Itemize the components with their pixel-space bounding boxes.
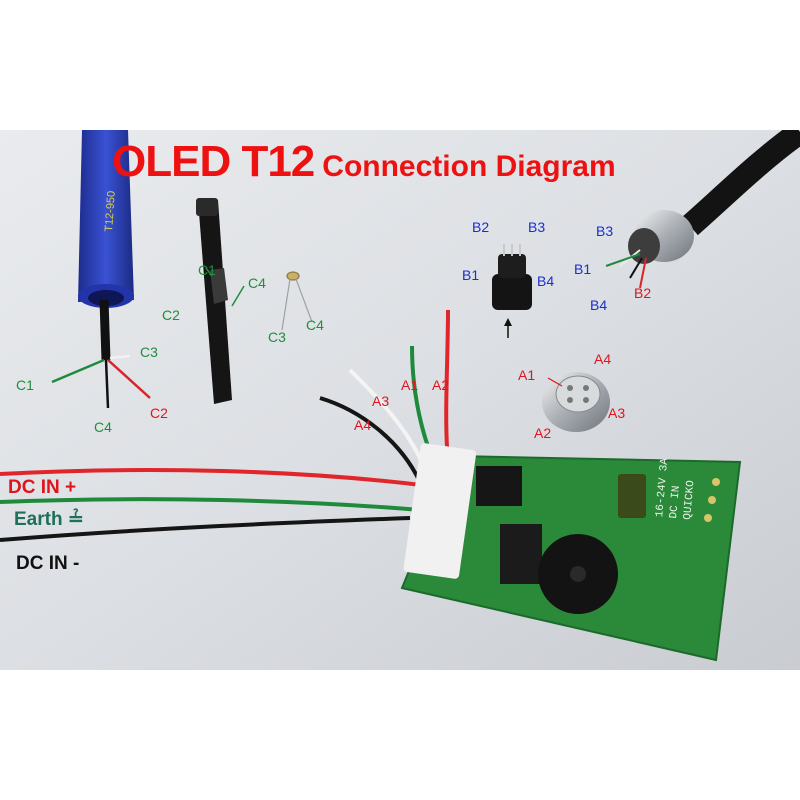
aviation-cable bbox=[605, 130, 800, 289]
pcb-dc-in: DC IN bbox=[668, 485, 683, 519]
power-wires bbox=[0, 468, 431, 542]
cable-label-b1: B1 bbox=[574, 261, 592, 277]
socket-label-a3: A3 bbox=[608, 405, 626, 421]
black-plug bbox=[492, 244, 532, 338]
plug-label-b1: B1 bbox=[462, 267, 480, 283]
dc-in-minus-label: DC IN - bbox=[16, 553, 80, 574]
plug-label-b2: B2 bbox=[472, 219, 490, 235]
t12-handle: T12-950 bbox=[78, 130, 134, 361]
cable-label-b3: B3 bbox=[596, 223, 614, 239]
aviation-socket bbox=[542, 372, 610, 432]
pcb-brand: QUICKO bbox=[682, 479, 697, 520]
wire-label-a4: A4 bbox=[354, 417, 372, 433]
socket-label-a4: A4 bbox=[594, 351, 612, 367]
dc-in-plus-label: DC IN + bbox=[8, 477, 77, 498]
wire-label-a3: A3 bbox=[372, 393, 390, 409]
handle-sleeve bbox=[196, 198, 232, 404]
sensor-element bbox=[281, 271, 313, 331]
controller-pcb: QUICKO DC IN 16-24V 3A bbox=[400, 443, 742, 662]
handle-label-c2: C2 bbox=[150, 405, 168, 421]
cable-label-b4: B4 bbox=[590, 297, 608, 313]
sensor-label-c3: C3 bbox=[268, 329, 286, 345]
plug-label-b3: B3 bbox=[528, 219, 546, 235]
socket-label-a2: A2 bbox=[534, 425, 552, 441]
sleeve-label-c1: C1 bbox=[198, 262, 216, 278]
board-wires bbox=[319, 309, 450, 483]
sensor-label-c4: C4 bbox=[306, 317, 324, 333]
cable-label-b2: B2 bbox=[634, 285, 652, 301]
handle-wires bbox=[51, 354, 151, 409]
handle-label-c4: C4 bbox=[94, 419, 112, 435]
handle-label-c3: C3 bbox=[140, 344, 158, 360]
handle-label-c1: C1 bbox=[16, 377, 34, 393]
plug-label-b4: B4 bbox=[537, 273, 555, 289]
title-sub: Connection Diagram bbox=[322, 150, 616, 183]
sleeve-pointers bbox=[205, 267, 245, 307]
earth-label: Earth ≟ bbox=[14, 509, 84, 530]
svg-text:T12-950: T12-950 bbox=[103, 190, 118, 232]
title-main: OLED T12 bbox=[112, 137, 315, 186]
photo-background: T12-950 bbox=[0, 130, 800, 670]
wire-label-a2: A2 bbox=[432, 377, 450, 393]
wire-label-a1: A1 bbox=[401, 377, 419, 393]
sleeve-label-c4: C4 bbox=[248, 275, 266, 291]
sleeve-label-c2: C2 bbox=[162, 307, 180, 323]
pcb-voltage: 16-24V 3A bbox=[654, 457, 671, 518]
socket-label-a1: A1 bbox=[518, 367, 536, 383]
